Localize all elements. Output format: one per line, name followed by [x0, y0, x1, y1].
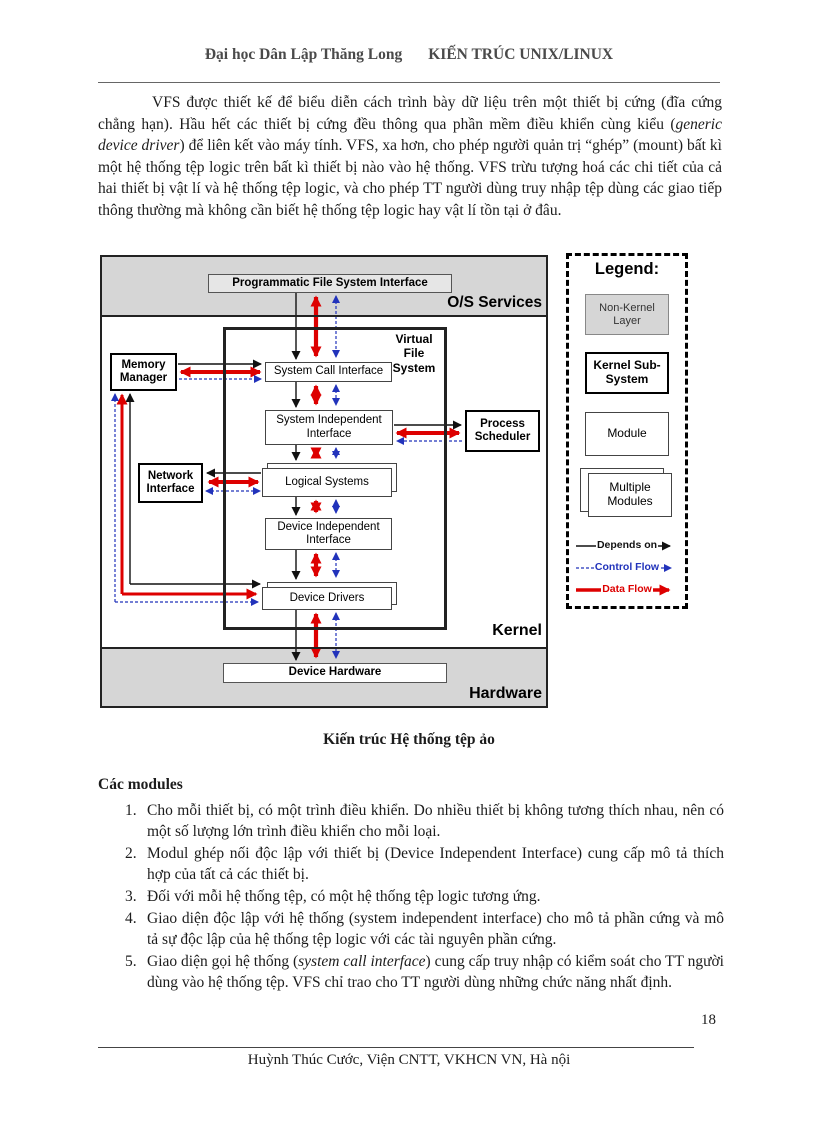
legend-data-flow: Data Flow [576, 583, 678, 596]
list-item-text: Đối với mỗi hệ thống tệp, có một hệ thốn… [147, 888, 541, 905]
virtual-file-system-frame [223, 327, 447, 630]
header-institution: Đại học Dân Lập Thăng Long [204, 46, 403, 63]
legend-control-flow: Control Flow [576, 561, 678, 574]
list-item-number: 1. [125, 802, 137, 819]
list-item-text: Giao diện gọi hệ thống (system call inte… [147, 951, 724, 993]
box-programmatic-file-system-interface: Programmatic File System Interface [208, 274, 452, 293]
intro-italic-term: generic device driver [98, 115, 722, 155]
diagram-outer-frame [100, 255, 548, 708]
legend-multiple-modules: Multiple Modules [588, 473, 672, 517]
list-item: 5. Giao diện gọi hệ thống (system call i… [98, 951, 724, 993]
footer-rule [98, 1047, 694, 1048]
list-item-number: 2. [125, 845, 137, 862]
kernel-hardware-divider [100, 647, 548, 649]
figure-caption: Kiến trúc Hệ thống tệp ảo [323, 731, 495, 748]
list-item: 3. Đối với mỗi hệ thống tệp, có một hệ t… [98, 886, 724, 907]
box-device-independent-interface: Device Independent Interface [265, 518, 392, 550]
page-header: Đại học Dân Lập Thăng Long KIẾN TRÚC UNI… [98, 46, 720, 64]
os-services-label: O/S Services [447, 294, 542, 311]
intro-text-1: VFS được thiết kế để biểu diễn cách trìn… [98, 94, 722, 133]
virtual-file-system-label: Virtual File System [392, 332, 436, 375]
legend-title: Legend: [594, 260, 660, 278]
list-item-italic-term: system call interface [298, 953, 426, 970]
box-system-independent-interface: System Independent Interface [265, 410, 393, 445]
modules-heading: Các modules [98, 776, 183, 793]
list-item-text-pre: Giao diện gọi hệ thống ( [147, 953, 299, 970]
box-system-call-interface: System Call Interface [265, 362, 392, 382]
legend-depends-on: Depends on [576, 539, 678, 552]
list-item-number: 3. [125, 888, 137, 905]
box-device-hardware: Device Hardware [223, 663, 447, 683]
modules-list: 1. Cho mỗi thiết bị, có một trình điều k… [98, 800, 724, 994]
list-item-number: 4. [125, 910, 137, 927]
list-item-number: 5. [125, 953, 137, 970]
legend-module: Module [585, 412, 669, 456]
footer-text: Huỳnh Thúc Cước, Viện CNTT, VKHCN VN, Hà… [247, 1052, 571, 1068]
legend-non-kernel-layer: Non-Kernel Layer [585, 294, 669, 335]
list-item: 4. Giao diện độc lập với hệ thống (syste… [98, 908, 724, 950]
legend-kernel-subsystem: Kernel Sub-System [585, 352, 669, 394]
box-process-scheduler: Process Scheduler [465, 410, 540, 452]
box-network-interface: Network Interface [138, 463, 203, 503]
legend: Legend: Non-Kernel Layer Kernel Sub-Syst… [566, 253, 688, 609]
list-item: 2. Modul ghép nối độc lập với thiết bị (… [98, 843, 724, 885]
legend-depends-on-label: Depends on [595, 539, 659, 551]
intro-paragraph: VFS được thiết kế để biểu diễn cách trìn… [98, 92, 722, 221]
diagram-arrows [111, 292, 462, 661]
os-kernel-divider [100, 315, 548, 317]
list-item: 1. Cho mỗi thiết bị, có một trình điều k… [98, 800, 724, 842]
box-logical-systems: Logical Systems [262, 468, 392, 497]
list-item-text: Modul ghép nối độc lập với thiết bị (Dev… [147, 845, 724, 883]
legend-control-flow-label: Control Flow [593, 561, 661, 573]
list-item-text: Giao diện độc lập với hệ thống (system i… [147, 910, 724, 948]
kernel-label: Kernel [492, 622, 542, 639]
legend-data-flow-label: Data Flow [601, 583, 653, 595]
header-rule [98, 82, 720, 83]
list-item-text-post: ) cung cấp truy nhập có kiểm soát cho TT… [147, 953, 724, 991]
vfs-architecture-diagram: Programmatic File System Interface O/S S… [100, 253, 690, 715]
page-number: 18 [701, 1012, 716, 1028]
intro-text-2: ) để liên kết vào máy tính. VFS, xa hơn,… [98, 137, 722, 219]
list-item-text: Cho mỗi thiết bị, có một trình điều khiể… [147, 802, 724, 840]
header-course-title: KIẾN TRÚC UNIX/LINUX [428, 46, 614, 63]
box-memory-manager: Memory Manager [110, 353, 177, 391]
box-device-drivers: Device Drivers [262, 587, 392, 610]
hardware-label: Hardware [469, 685, 542, 702]
